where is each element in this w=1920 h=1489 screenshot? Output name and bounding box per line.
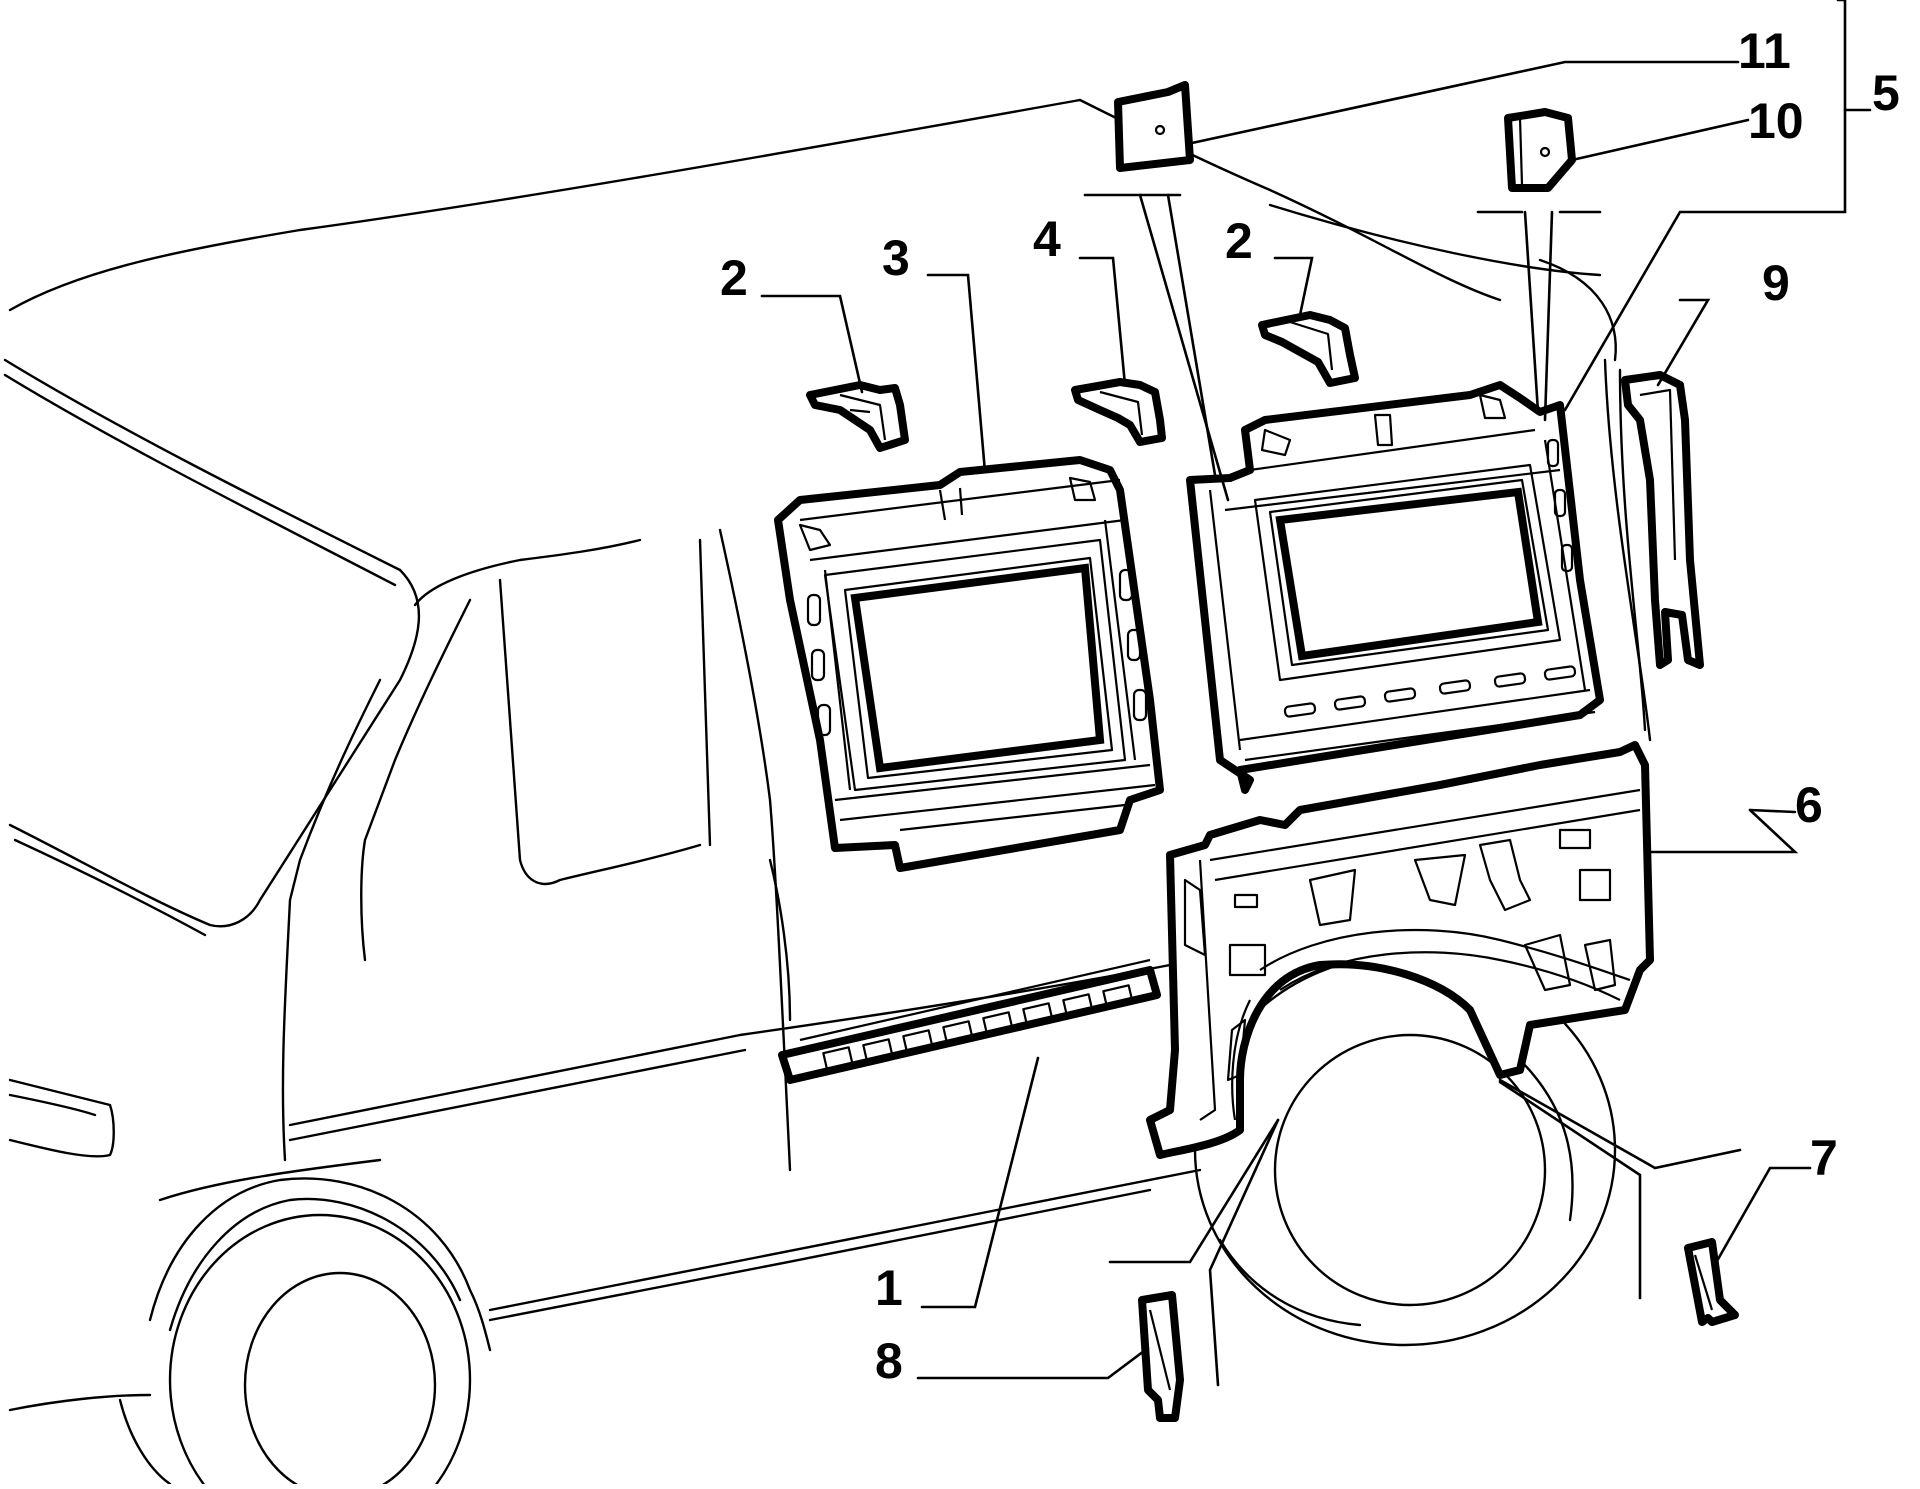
callout-3: 3	[882, 230, 910, 286]
part-bracket-8	[1138, 1291, 1184, 1422]
callout-labels: 1 2 2 3 4 5 6 7 8 9 10 11	[720, 23, 1900, 1389]
callout-2-left: 2	[720, 250, 748, 306]
part-pillar-9	[1621, 371, 1704, 669]
callout-5: 5	[1872, 65, 1900, 121]
callout-11: 11	[1738, 23, 1791, 79]
callout-9: 9	[1762, 255, 1790, 311]
leader-lines	[760, 0, 1872, 1387]
part-bracket-7	[1684, 1238, 1739, 1326]
callout-6: 6	[1795, 777, 1823, 833]
part-clip-right	[1258, 311, 1359, 387]
part-sill-step	[778, 958, 1161, 1084]
callout-8: 8	[875, 1333, 903, 1389]
callout-7: 7	[1810, 1130, 1838, 1186]
callout-1: 1	[875, 1260, 903, 1316]
part-plate-11	[1114, 81, 1194, 172]
callout-2-right: 2	[1225, 213, 1253, 269]
part-front-window-panel	[774, 456, 1164, 872]
part-plate-10	[1504, 108, 1576, 192]
part-clip-left	[806, 381, 909, 452]
callout-10: 10	[1748, 93, 1804, 149]
part-clip-center	[1071, 378, 1166, 446]
part-wheel-arch-panel	[1146, 741, 1654, 1159]
van-body-outline	[3, 98, 1652, 1489]
part-rear-window-panel	[1186, 381, 1604, 794]
callout-4: 4	[1033, 211, 1061, 267]
